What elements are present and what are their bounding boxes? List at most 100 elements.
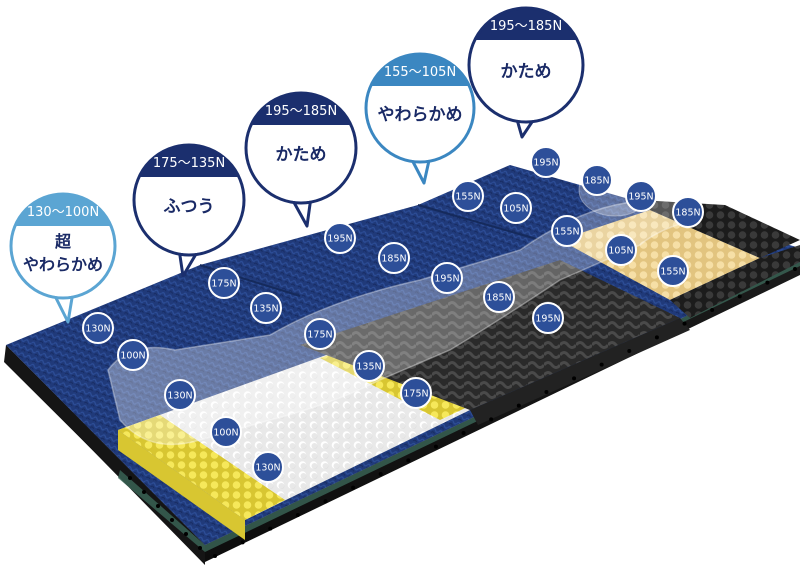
badge-label: 175N (211, 279, 236, 290)
badge-label: 185N (584, 176, 609, 187)
rivet (682, 321, 687, 326)
rivet (142, 490, 146, 494)
rivet (737, 294, 742, 299)
hardness-badge: 105N (605, 234, 637, 266)
hardness-badge: 135N (353, 350, 385, 382)
rivet (406, 458, 411, 463)
badge-label: 195N (535, 314, 560, 325)
bubble-label-text: やわらかめ (23, 255, 103, 274)
bubble-range-text: 195～185N (490, 19, 562, 34)
badge-label: 155N (660, 267, 685, 278)
badge-label: 100N (213, 428, 238, 439)
badge-label: 135N (253, 304, 278, 315)
hardness-bubble: 195～185N かため (244, 91, 358, 228)
foam-white-edge (118, 430, 245, 540)
badge-label: 135N (356, 362, 381, 373)
bubble-label-text: ふつう (164, 197, 215, 217)
hardness-badge: 195N (530, 146, 562, 178)
segment-divider (417, 204, 541, 241)
rivet (213, 554, 217, 558)
hardness-badge: 195N (625, 180, 657, 212)
hardness-bubble: 195～185N かため (467, 6, 585, 139)
bubble-label-text: かため (276, 145, 327, 165)
hardness-badge: 155N (452, 180, 484, 212)
rivet (765, 280, 770, 285)
rivet (240, 540, 245, 545)
rivet (295, 513, 300, 517)
badge-label: 195N (533, 158, 558, 169)
hardness-badge: 195N (532, 302, 564, 334)
badge-label: 130N (167, 391, 192, 402)
hardness-badge: 185N (672, 196, 704, 228)
badge-label: 185N (486, 293, 511, 304)
hardness-badge: 195N (324, 222, 356, 254)
rivet (268, 526, 273, 531)
rivet (170, 518, 174, 522)
bubble-range-text: 175～135N (153, 156, 225, 171)
bubble-label-text: やわらかめ (378, 105, 463, 125)
rivet (128, 476, 132, 480)
badge-label: 130N (255, 463, 280, 474)
rivet (351, 485, 356, 490)
bubble-layer: 130～100N超やわらかめ175～135Nふつう195～185Nかため155～… (9, 6, 585, 324)
badge-label: 130N (85, 324, 110, 335)
badge-label: 195N (628, 192, 653, 203)
rivet (627, 349, 632, 353)
badge-label: 175N (403, 389, 428, 400)
badge-layer: 130N 100N 130N 100N 130N 175N 135N 175N 135N 175N… (82, 146, 704, 483)
hardness-bubble: 155～105N やわらかめ (364, 52, 476, 185)
rivet (516, 403, 521, 408)
hardness-bubble: 175～135N ふつう (132, 143, 246, 278)
bubble-range-text: 195～185N (265, 104, 337, 119)
hardness-badge: 185N (581, 164, 613, 196)
rivet (378, 472, 383, 476)
rivet (710, 308, 715, 312)
hardness-badge: 185N (483, 281, 515, 313)
badge-label: 185N (381, 254, 406, 265)
bubble-label-text: かため (501, 62, 552, 82)
base-rivets (128, 267, 797, 558)
badge-label: 155N (455, 192, 480, 203)
hardness-badge: 130N (164, 379, 196, 411)
hardness-badge: 100N (117, 339, 149, 371)
rivet (599, 362, 604, 367)
badge-label: 185N (675, 208, 700, 219)
hardness-badge: 130N (252, 451, 284, 483)
rivet (461, 431, 466, 435)
mattress-side-front (6, 345, 205, 565)
rivet (184, 532, 188, 536)
hardness-badge: 175N (208, 267, 240, 299)
hardness-badge: 175N (304, 318, 336, 350)
hardness-badge: 130N (82, 312, 114, 344)
rivet (654, 335, 659, 340)
hardness-badge: 100N (210, 416, 242, 448)
hardness-badge: 155N (551, 215, 583, 247)
badge-label: 195N (434, 274, 459, 285)
badge-label: 155N (554, 227, 579, 238)
hardness-badge: 175N (400, 377, 432, 409)
bubble-label-text: 超 (54, 232, 72, 251)
rivet (793, 267, 797, 271)
hardness-badge: 135N (250, 292, 282, 324)
rivet (544, 390, 549, 394)
hardness-badge: 195N (431, 262, 463, 294)
badge-label: 105N (608, 246, 633, 257)
hardness-badge: 155N (657, 255, 689, 287)
rivet (433, 444, 438, 449)
hardness-badge: 185N (378, 242, 410, 274)
rivet (323, 499, 328, 504)
bubble-range-text: 155～105N (384, 65, 456, 80)
badge-label: 105N (503, 204, 528, 215)
rivet (572, 376, 577, 381)
rivet (489, 417, 494, 422)
foam-black-foot-2 (670, 245, 800, 318)
bubble-range-text: 130～100N (27, 205, 99, 220)
badge-label: 100N (120, 351, 145, 362)
rivet (198, 546, 202, 550)
badge-label: 195N (327, 234, 352, 245)
rivet (156, 504, 160, 508)
hardness-badge: 105N (500, 192, 532, 224)
